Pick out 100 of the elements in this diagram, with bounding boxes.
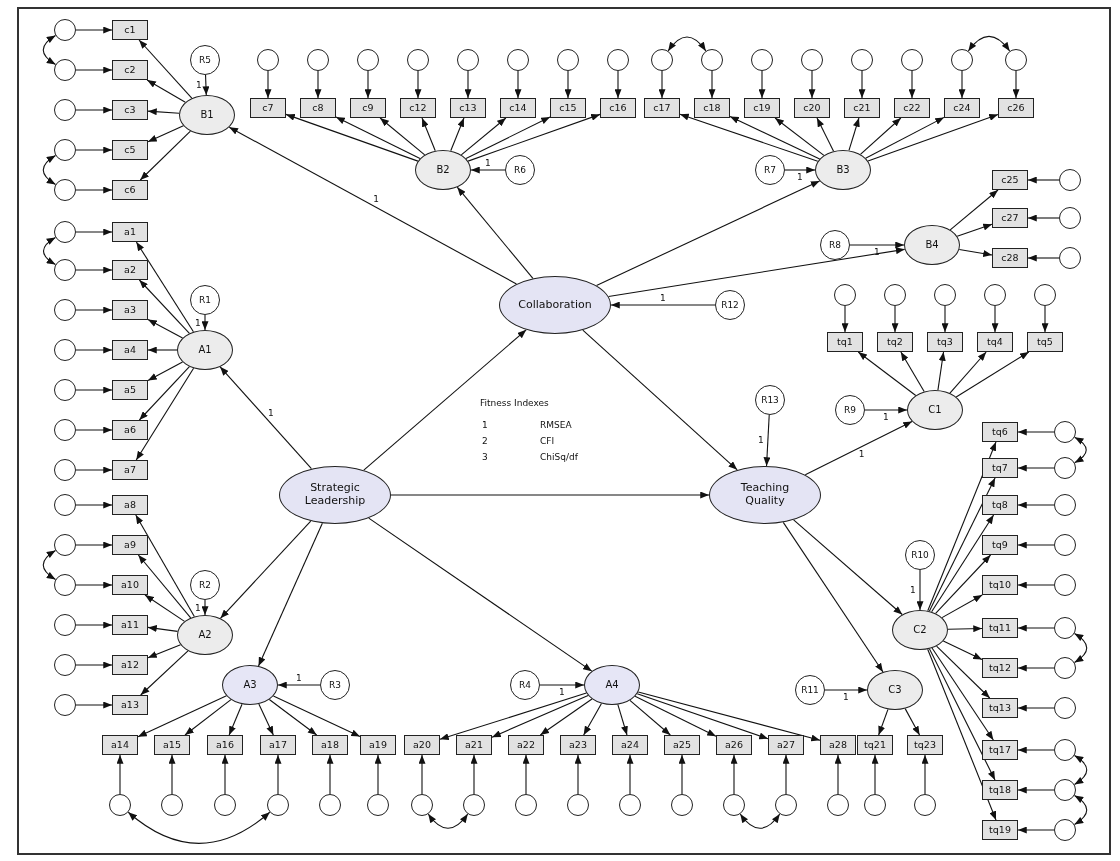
indicator-box: tq1 bbox=[827, 332, 863, 352]
path-arrow bbox=[927, 441, 997, 612]
error-circle bbox=[109, 794, 131, 816]
indicator-box: c6 bbox=[112, 180, 148, 200]
path-arrow bbox=[491, 694, 589, 738]
path-arrow bbox=[763, 414, 771, 467]
covariance-arrow bbox=[42, 550, 57, 580]
path-coefficient: 1 bbox=[195, 602, 201, 613]
indicator-box: c3 bbox=[112, 100, 148, 120]
indicator-box: a16 bbox=[207, 735, 243, 755]
path-coefficient: 1 bbox=[910, 585, 916, 595]
latent-ellipse: B1 bbox=[179, 95, 235, 135]
error-circle bbox=[951, 49, 973, 71]
path-arrow bbox=[582, 329, 738, 471]
indicator-box: a26 bbox=[716, 735, 752, 755]
error-circle bbox=[1054, 457, 1076, 479]
path-arrow bbox=[522, 754, 530, 795]
path-arrow bbox=[264, 70, 272, 99]
path-arrow bbox=[147, 644, 182, 659]
error-circle bbox=[827, 794, 849, 816]
path-coefficient: 1 bbox=[195, 317, 201, 328]
error-circle bbox=[901, 49, 923, 71]
path-arrow bbox=[116, 754, 124, 795]
indicator-box: c16 bbox=[600, 98, 636, 118]
path-arrow bbox=[936, 645, 991, 699]
path-coefficient: 1 bbox=[883, 412, 889, 422]
path-coefficient: 1 bbox=[858, 449, 865, 460]
path-arrow bbox=[464, 70, 472, 99]
error-circle bbox=[367, 794, 389, 816]
path-arrow bbox=[147, 361, 184, 381]
latent-ellipse: B4 bbox=[904, 225, 960, 265]
path-arrow bbox=[679, 113, 819, 162]
path-arrow bbox=[75, 66, 113, 74]
error-circle bbox=[1054, 697, 1076, 719]
path-arrow bbox=[808, 70, 816, 99]
path-arrow bbox=[1017, 501, 1055, 509]
path-arrow bbox=[75, 228, 113, 236]
path-arrow bbox=[1027, 254, 1060, 262]
path-arrow bbox=[774, 117, 825, 156]
path-coefficient: 1 bbox=[797, 172, 803, 182]
path-arrow bbox=[958, 249, 993, 257]
error-circle bbox=[1054, 494, 1076, 516]
latent-ellipse: A4 bbox=[584, 665, 640, 705]
path-coefficient: 1 bbox=[874, 247, 880, 257]
path-arrow bbox=[184, 699, 232, 736]
path-arrow bbox=[135, 241, 194, 333]
indicator-box: a5 bbox=[112, 380, 148, 400]
path-arrow bbox=[1027, 176, 1060, 184]
error-circle bbox=[357, 49, 379, 71]
path-arrow bbox=[456, 186, 534, 279]
path-arrow bbox=[257, 522, 323, 667]
indicator-box: c2 bbox=[112, 60, 148, 80]
indicator-box: tq23 bbox=[907, 735, 943, 755]
path-arrow bbox=[574, 754, 582, 795]
path-arrow bbox=[849, 241, 905, 249]
path-arrow bbox=[467, 113, 601, 162]
indicator-box: a17 bbox=[260, 735, 296, 755]
error-circle bbox=[775, 794, 797, 816]
error-circle bbox=[801, 49, 823, 71]
error-circle bbox=[1054, 617, 1076, 639]
path-arrow bbox=[75, 701, 113, 709]
path-arrow bbox=[955, 351, 1030, 398]
path-arrow bbox=[921, 754, 929, 795]
path-arrow bbox=[1012, 70, 1020, 99]
covariance-arrow bbox=[1073, 755, 1088, 785]
indicator-box: c13 bbox=[450, 98, 486, 118]
indicator-box: c20 bbox=[794, 98, 830, 118]
path-arrow bbox=[1041, 305, 1049, 333]
error-circle bbox=[1059, 169, 1081, 191]
path-arrow bbox=[608, 247, 906, 298]
residual-circle: R8 bbox=[820, 230, 850, 260]
indicator-box: c17 bbox=[644, 98, 680, 118]
path-arrow bbox=[908, 70, 916, 99]
path-coefficient: 1 bbox=[660, 293, 666, 303]
path-arrow bbox=[841, 305, 849, 333]
path-arrow bbox=[147, 625, 179, 633]
indicator-box: tq12 bbox=[982, 658, 1018, 678]
path-arrow bbox=[75, 661, 113, 669]
residual-circle: R7 bbox=[755, 155, 785, 185]
indicator-box: a11 bbox=[112, 615, 148, 635]
indicator-box: c8 bbox=[300, 98, 336, 118]
error-circle bbox=[54, 179, 76, 201]
error-circle bbox=[751, 49, 773, 71]
covariance-arrow bbox=[967, 35, 1011, 52]
indicator-box: tq21 bbox=[857, 735, 893, 755]
path-arrow bbox=[363, 329, 527, 471]
fit-index-number: 1 bbox=[482, 420, 488, 431]
covariance-arrow bbox=[427, 813, 469, 829]
path-arrow bbox=[864, 406, 908, 414]
path-arrow bbox=[867, 113, 999, 162]
path-arrow bbox=[859, 117, 902, 155]
error-circle bbox=[54, 574, 76, 596]
path-arrow bbox=[583, 703, 603, 736]
residual-circle: R5 bbox=[190, 45, 220, 75]
indicator-box: c12 bbox=[400, 98, 436, 118]
path-arrow bbox=[949, 351, 987, 394]
residual-circle: R9 bbox=[835, 395, 865, 425]
error-circle bbox=[407, 49, 429, 71]
error-circle bbox=[54, 379, 76, 401]
path-arrow bbox=[75, 501, 113, 509]
